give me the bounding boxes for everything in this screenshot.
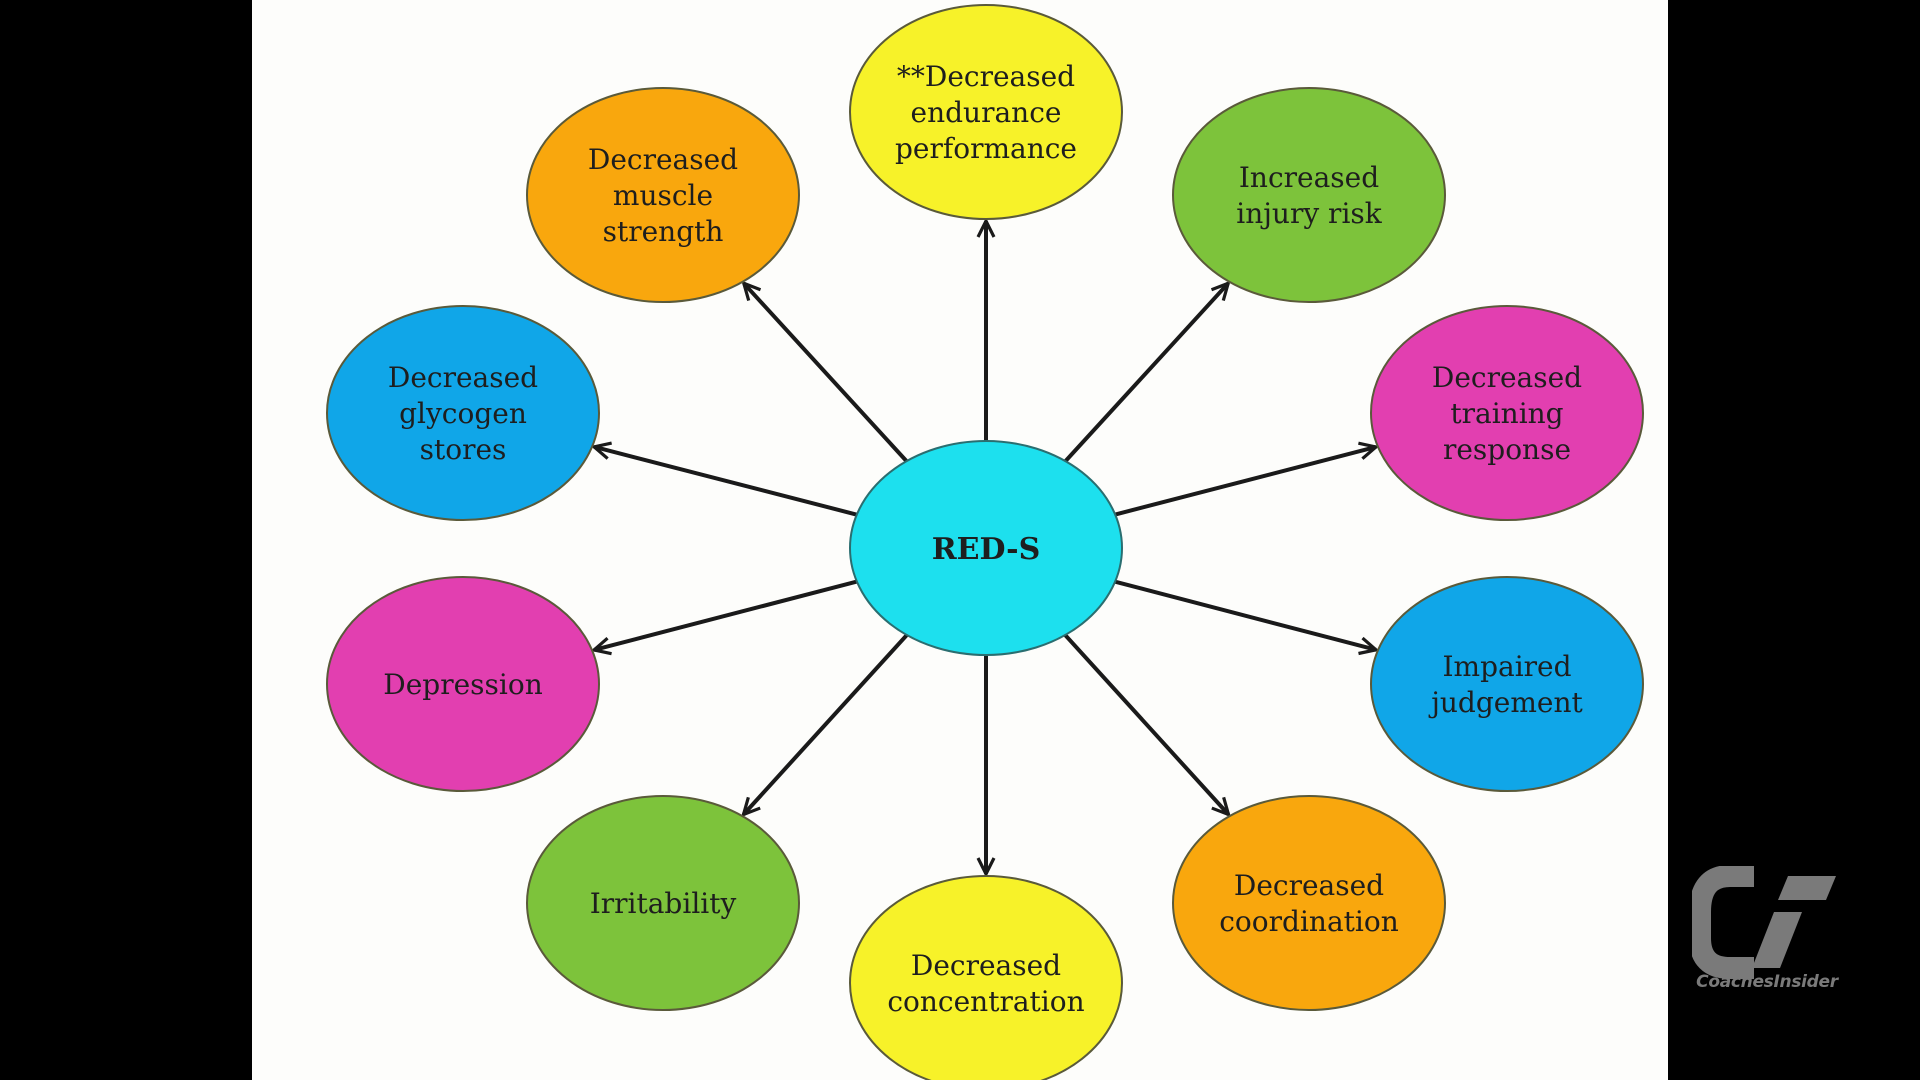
node-label-training-line-1: Decreased — [1432, 361, 1582, 394]
node-ellipse-irritability — [526, 795, 800, 1011]
center-ellipse — [849, 440, 1123, 656]
arrows-layer — [594, 221, 1376, 874]
node-label-glycogen-line-1: Decreased — [388, 361, 538, 394]
node-label-coordination-line-2: coordination — [1219, 905, 1398, 938]
nodes-layer: **DecreasedenduranceperformanceIncreased… — [326, 4, 1644, 1080]
node-label-depression-line-1: Depression — [383, 668, 542, 701]
node-ellipse-training — [1370, 305, 1644, 521]
arrow-depression — [594, 579, 860, 650]
node-ellipse-concentration — [849, 875, 1123, 1080]
coachesinsider-ci-logo-icon — [1692, 866, 1836, 979]
node-label-training-line-2: training — [1450, 397, 1563, 430]
arrow-irritability — [744, 632, 910, 815]
node-ellipse-strength — [526, 87, 800, 303]
node-ellipse-glycogen — [326, 305, 600, 521]
node-label-coordination-line-1: Decreased — [1234, 869, 1384, 902]
node-label-endurance-line-1: **Decreased — [897, 60, 1075, 93]
node-label-injury-line-1: Increased — [1239, 161, 1379, 194]
arrow-strength — [744, 283, 910, 464]
node-label-strength-line-2: muscle — [613, 179, 713, 212]
node-ellipse-endurance — [849, 4, 1123, 220]
node-label-endurance-line-2: endurance — [911, 96, 1062, 129]
center-label: RED-S — [932, 532, 1041, 567]
arrow-judgement — [1112, 579, 1376, 650]
node-label-strength-line-1: Decreased — [588, 143, 738, 176]
node-label-concentration-line-1: Decreased — [911, 949, 1061, 982]
node-label-injury-line-2: injury risk — [1236, 197, 1383, 230]
arrow-injury — [1062, 283, 1228, 464]
arrow-coordination — [1062, 632, 1229, 815]
node-ellipse-depression — [326, 576, 600, 792]
node-label-judgement-line-2: judgement — [1428, 686, 1583, 719]
node-label-strength-line-3: strength — [603, 215, 724, 248]
node-ellipse-injury — [1172, 87, 1446, 303]
node-label-irritability-line-1: Irritability — [590, 887, 737, 920]
node-label-glycogen-line-3: stores — [420, 433, 507, 466]
node-label-endurance-line-3: performance — [895, 132, 1077, 165]
watermark-text: CoachesInsider — [1696, 972, 1838, 992]
node-ellipse-coordination — [1172, 795, 1446, 1011]
center-node-reds: RED-S — [849, 440, 1123, 656]
arrow-training — [1112, 447, 1376, 517]
node-label-judgement-line-1: Impaired — [1442, 650, 1571, 683]
node-label-glycogen-line-2: glycogen — [399, 397, 527, 430]
node-ellipse-judgement — [1370, 576, 1644, 792]
node-irritability: Irritability — [526, 795, 800, 1011]
node-label-training-line-3: response — [1443, 433, 1571, 466]
node-depression: Depression — [326, 576, 600, 792]
arrow-glycogen — [594, 447, 860, 518]
node-label-concentration-line-2: concentration — [887, 985, 1084, 1018]
reds-diagram: **DecreasedenduranceperformanceIncreased… — [326, 4, 1644, 1080]
